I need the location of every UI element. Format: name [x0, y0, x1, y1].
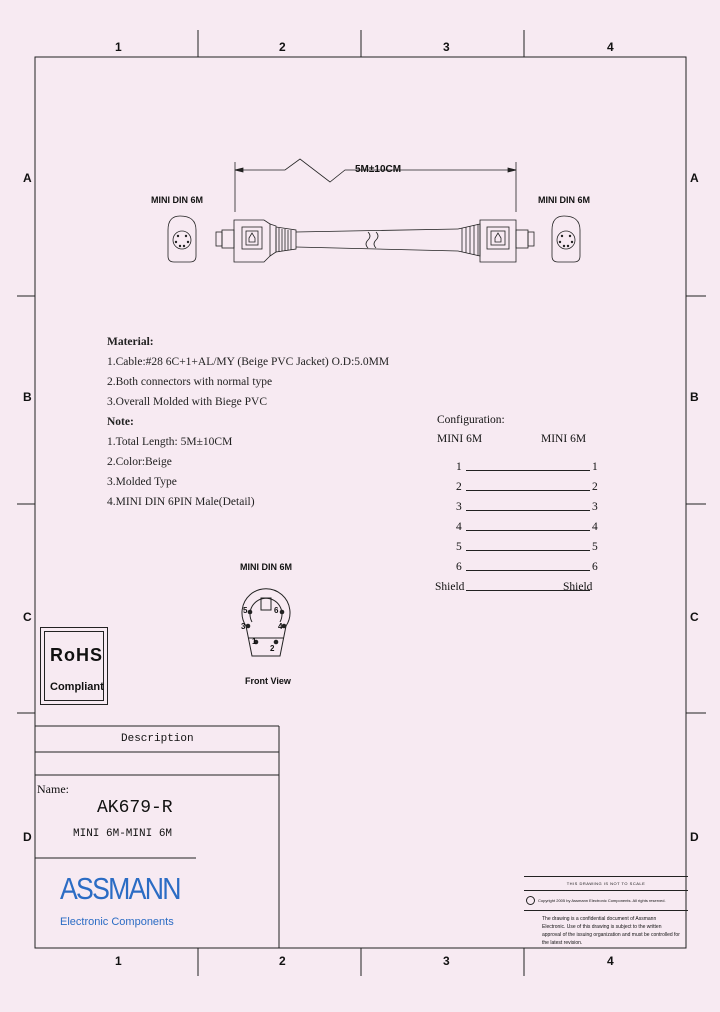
- cable-length-label: 5M±10CM: [355, 164, 402, 175]
- zone-row-b-right: B: [690, 390, 699, 404]
- configuration-right-header: MINI 6M: [541, 433, 587, 445]
- wire-line: [466, 530, 590, 531]
- part-number: AK679-R: [97, 798, 173, 818]
- pin-label-2: 2: [270, 644, 275, 653]
- zone-col-3-top: 3: [443, 40, 450, 54]
- wire-line: [466, 550, 590, 551]
- assmann-logo-subtitle: Electronic Components: [60, 916, 174, 928]
- wire-right-pin: 3: [592, 501, 598, 513]
- material-line: 1.Cable:#28 6C+1+AL/MY (Beige PVC Jacket…: [107, 356, 390, 368]
- rohs-label: RoHS: [50, 645, 103, 665]
- legal-copyright: Copyright 2005 by Assmann Electronic Com…: [538, 898, 666, 904]
- rohs-badge: RoHS Compliant: [40, 627, 108, 705]
- wire-left-pin: 4: [456, 521, 462, 533]
- part-description: MINI 6M-MINI 6M: [73, 828, 173, 840]
- zone-col-4-bottom: 4: [607, 954, 614, 968]
- right-connector-label: MINI DIN 6M: [538, 195, 591, 205]
- material-line: 2.Both connectors with normal type: [107, 376, 273, 388]
- cable-drawing: [167, 158, 581, 263]
- wire-left-pin: 5: [456, 541, 462, 553]
- note-line: 4.MINI DIN 6PIN Male(Detail): [107, 496, 255, 508]
- wire-line: [466, 510, 590, 511]
- wire-right-pin: 4: [592, 521, 598, 533]
- wire-right-pin: 2: [592, 481, 598, 493]
- mini-din-front-view: [241, 588, 291, 657]
- zone-col-4-top: 4: [607, 40, 614, 54]
- wiring-row: 1 1: [430, 460, 600, 480]
- material-line: 3.Overall Molded with Biege PVC: [107, 396, 268, 408]
- wire-line: [466, 590, 590, 591]
- legal-title: THIS DRAWING IS NOT TO SCALE: [566, 881, 646, 886]
- wire-left-pin: 3: [456, 501, 462, 513]
- zone-col-1-bottom: 1: [115, 954, 122, 968]
- wire-right-pin: 1: [592, 461, 598, 473]
- detail-title: MINI DIN 6M: [240, 562, 293, 572]
- wire-right-pin: 5: [592, 541, 598, 553]
- pin-label-4: 4: [278, 622, 283, 631]
- wire-right-pin: 6: [592, 561, 598, 573]
- configuration-left-header: MINI 6M: [437, 433, 483, 445]
- zone-row-a-right: A: [690, 171, 699, 185]
- detail-caption: Front View: [245, 676, 291, 686]
- wiring-row: 4 4: [430, 520, 600, 540]
- legal-paragraph: The drawing is a confidential document o…: [542, 916, 680, 947]
- wiring-row: 3 3: [430, 500, 600, 520]
- zone-col-1-top: 1: [115, 40, 122, 54]
- configuration-title: Configuration:: [437, 414, 505, 426]
- pin-label-5: 5: [243, 606, 248, 615]
- wire-left-pin: Shield: [435, 581, 465, 593]
- pin-label-6: 6: [274, 606, 279, 615]
- assmann-logo: ASSMANN: [60, 871, 182, 906]
- note-line: 2.Color:Beige: [107, 456, 172, 468]
- wiring-row: 6 6: [430, 560, 600, 580]
- copyright-icon: [526, 896, 535, 906]
- wiring-row: 5 5: [430, 540, 600, 560]
- zone-row-c-left: C: [23, 610, 32, 624]
- left-connector-label: MINI DIN 6M: [151, 195, 204, 205]
- material-heading: Material:: [107, 336, 154, 348]
- note-line: 3.Molded Type: [107, 476, 177, 488]
- wire-left-pin: 6: [456, 561, 462, 573]
- zone-row-c-right: C: [690, 610, 699, 624]
- wiring-row: 2 2: [430, 480, 600, 500]
- material-notes: Material: 1.Cable:#28 6C+1+AL/MY (Beige …: [107, 332, 389, 512]
- name-label: Name:: [37, 782, 69, 796]
- zone-col-2-top: 2: [279, 40, 286, 54]
- wiring-row: Shield Shield: [430, 580, 600, 600]
- description-header: Description: [121, 733, 194, 745]
- wire-left-pin: 2: [456, 481, 462, 493]
- zone-row-d-right: D: [690, 830, 699, 844]
- note-heading: Note:: [107, 416, 134, 428]
- note-line: 1.Total Length: 5M±10CM: [107, 436, 233, 448]
- wiring-table: 1 1 2 2 3 3 4 4 5 5 6 6 Shield Shield: [430, 460, 600, 600]
- zone-row-d-left: D: [23, 830, 32, 844]
- wire-line: [466, 570, 590, 571]
- zone-row-b-left: B: [23, 390, 32, 404]
- pin-label-1: 1: [252, 637, 257, 646]
- zone-col-2-bottom: 2: [279, 954, 286, 968]
- wire-left-pin: 1: [456, 461, 462, 473]
- wire-line: [466, 490, 590, 491]
- zone-row-a-left: A: [23, 171, 32, 185]
- rohs-compliant-label: Compliant: [50, 681, 104, 693]
- wire-line: [466, 470, 590, 471]
- zone-col-3-bottom: 3: [443, 954, 450, 968]
- wire-right-pin: Shield: [563, 581, 593, 593]
- legal-box: THIS DRAWING IS NOT TO SCALE Copyright 2…: [524, 876, 688, 947]
- pin-label-3: 3: [241, 622, 246, 631]
